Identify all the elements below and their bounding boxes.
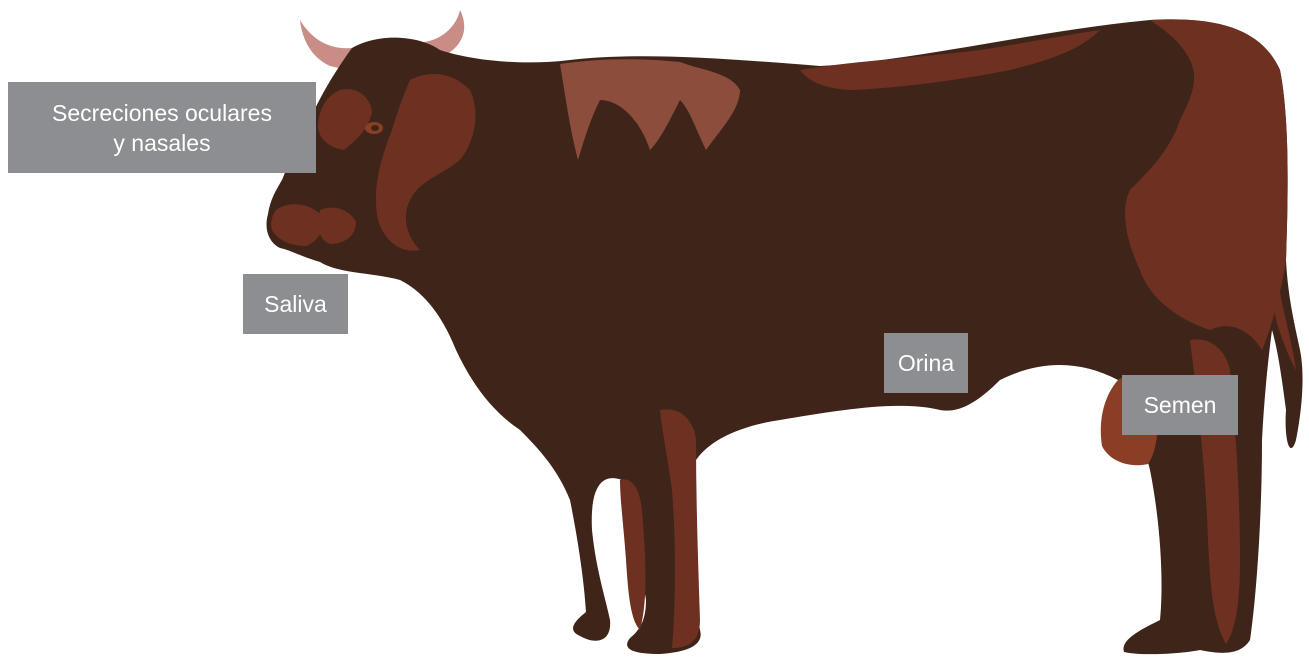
label-semen: Semen bbox=[1122, 375, 1238, 435]
label-urine: Orina bbox=[884, 333, 968, 393]
label-saliva: Saliva bbox=[243, 274, 348, 334]
label-ocular-nasal-secretions: Secreciones oculares y nasales bbox=[8, 82, 316, 173]
eye-pupil bbox=[371, 125, 379, 131]
